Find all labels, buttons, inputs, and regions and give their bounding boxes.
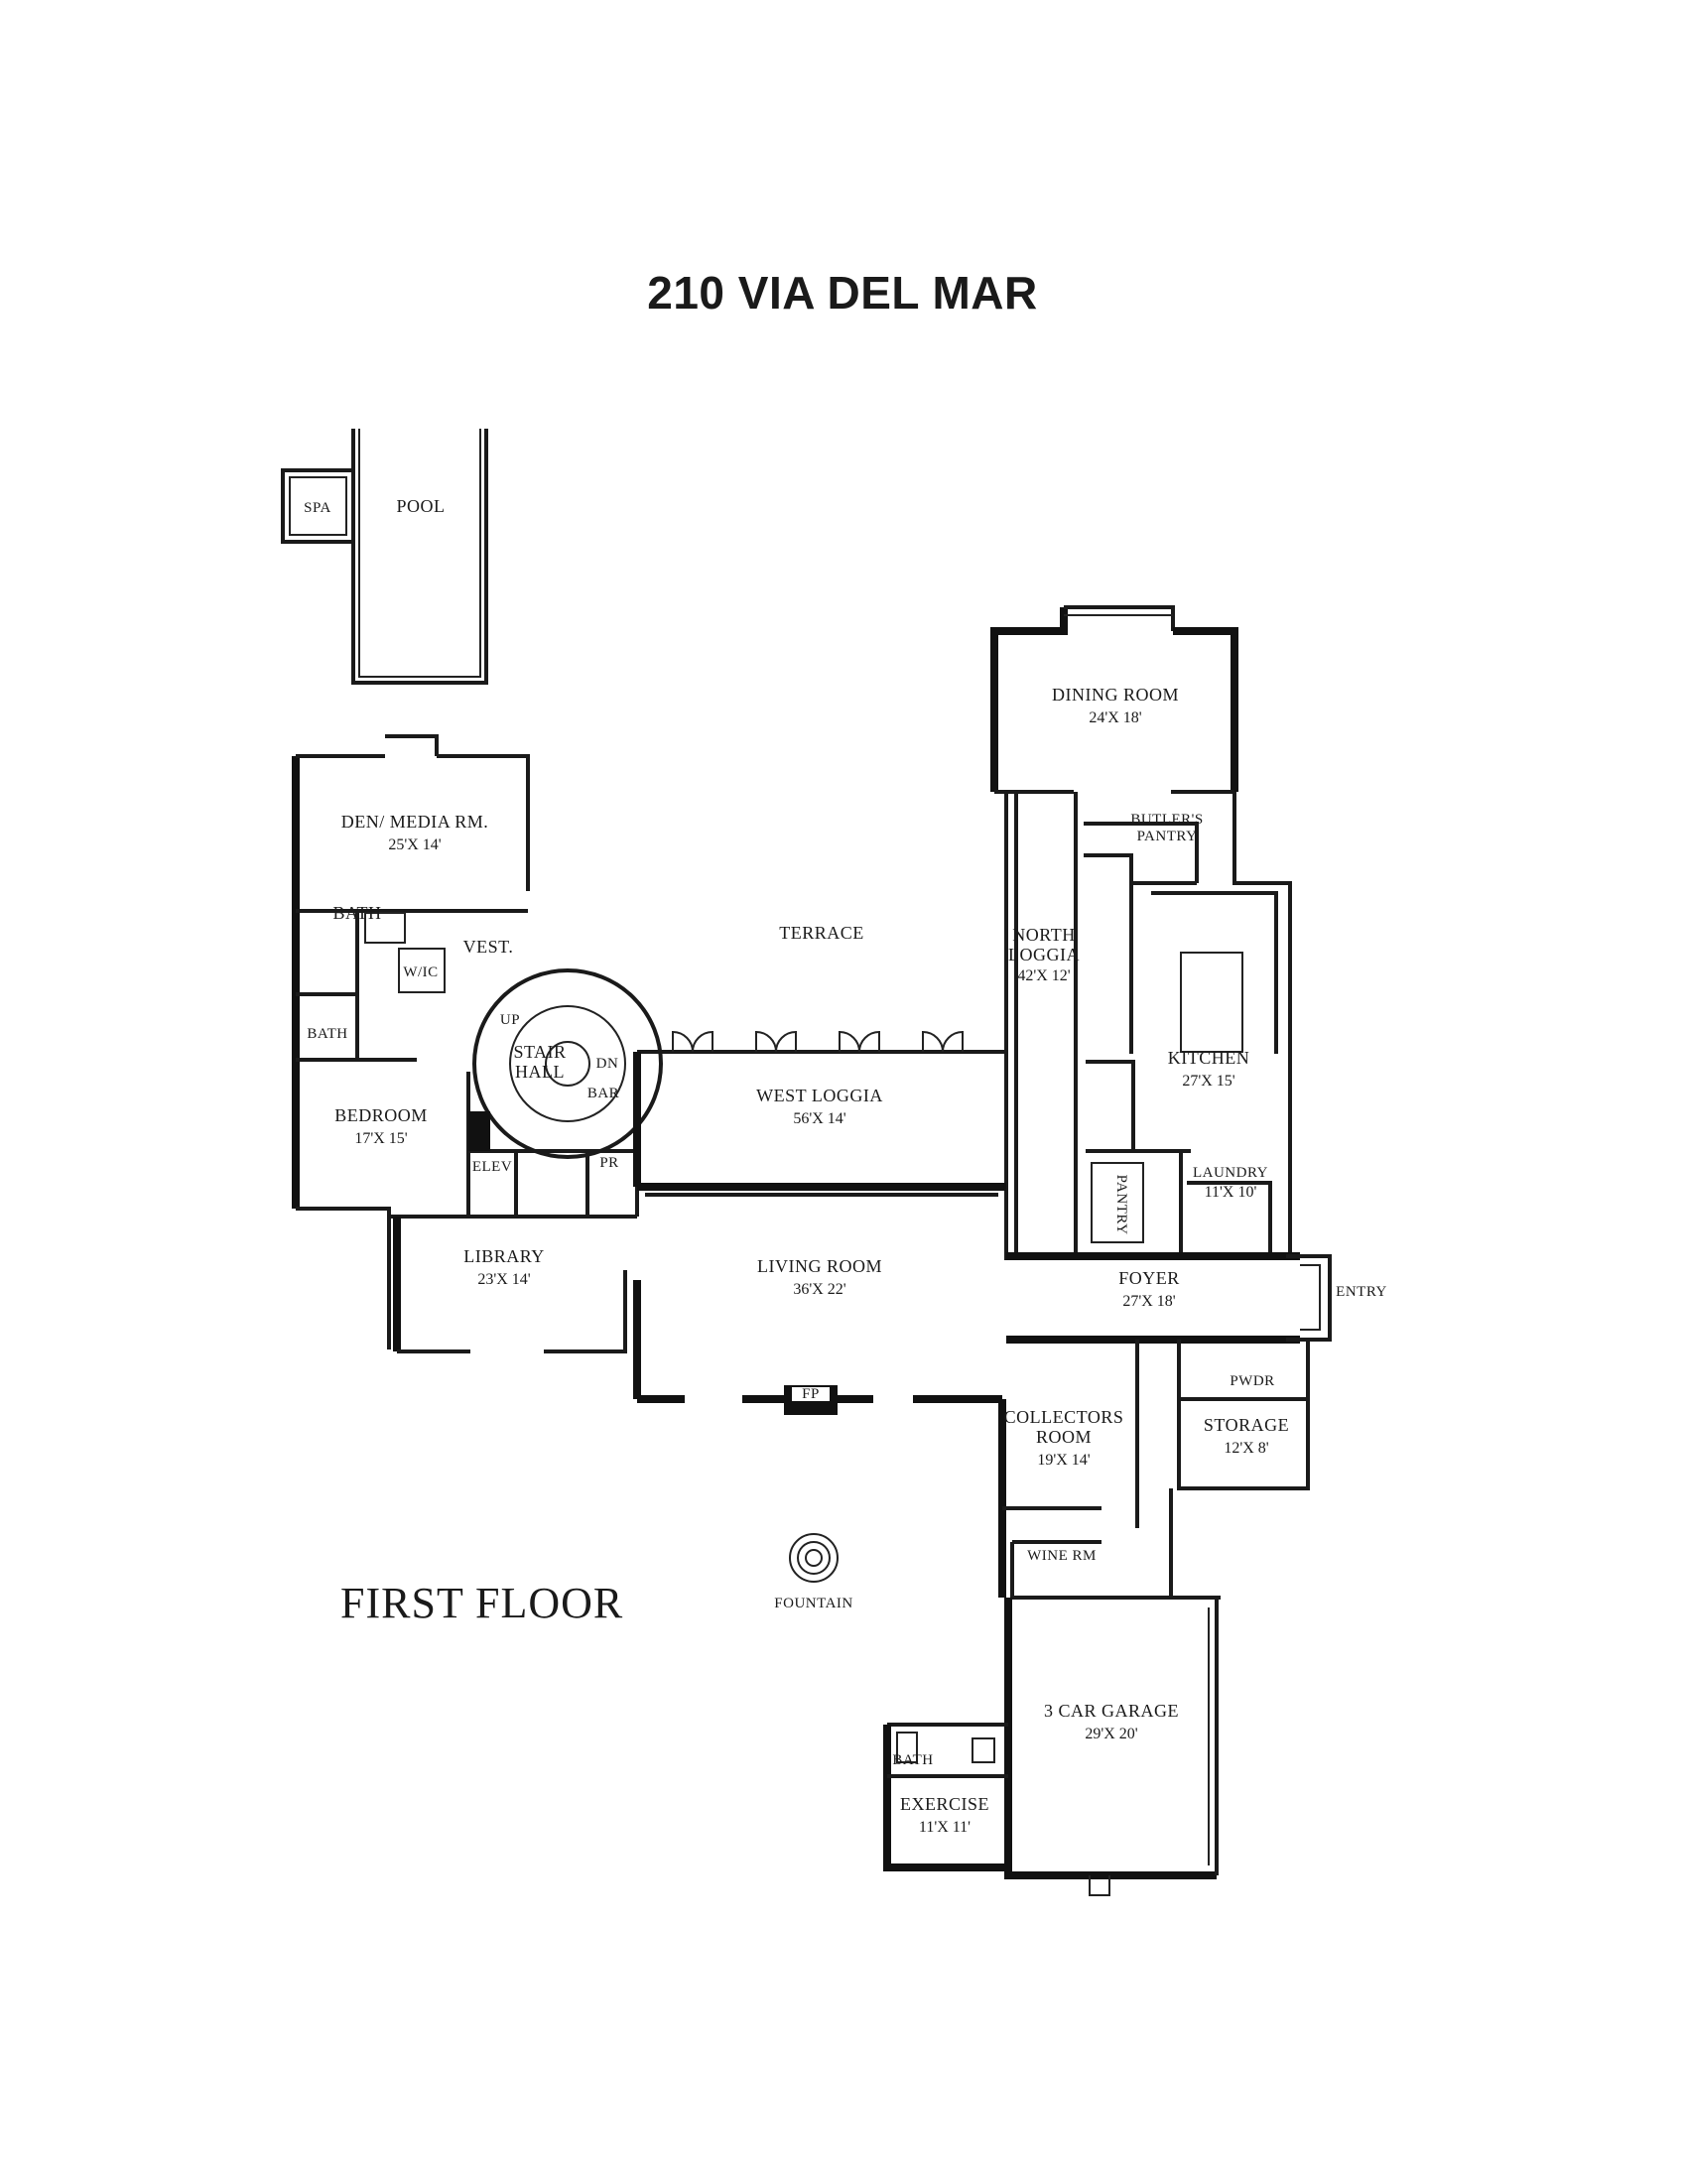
pr-label: PR	[599, 1155, 618, 1171]
living-room-label: LIVING ROOM	[757, 1256, 882, 1276]
elev-label: ELEV	[472, 1159, 512, 1175]
service-rooms-walls	[998, 1340, 1310, 1600]
kitchen-label: KITCHEN	[1168, 1048, 1250, 1068]
butlers-label-2: PANTRY	[1137, 829, 1198, 844]
terrace-label: TERRACE	[779, 923, 864, 943]
pwdr-label: PWDR	[1230, 1373, 1274, 1389]
storage-dims: 12'X 8'	[1224, 1440, 1268, 1457]
foyer-walls	[1006, 1252, 1332, 1344]
west-loggia-label: WEST LOGGIA	[756, 1086, 883, 1105]
bath1-label: BATH	[332, 903, 381, 923]
collectors-dims: 19'X 14'	[1037, 1452, 1090, 1469]
floor-label: FIRST FLOOR	[340, 1579, 624, 1627]
garage-dims: 29'X 20'	[1085, 1726, 1137, 1742]
bar-label: BAR	[587, 1086, 619, 1101]
wic-label: W/IC	[403, 964, 438, 980]
library-dims: 23'X 14'	[477, 1271, 530, 1288]
laundry-dims: 11'X 10'	[1205, 1184, 1257, 1201]
collectors-label: COLLECTORS	[1004, 1407, 1124, 1427]
exercise-label: EXERCISE	[900, 1794, 989, 1814]
library-label: LIBRARY	[463, 1246, 545, 1266]
spa-label: SPA	[304, 500, 331, 516]
exercise-dims: 11'X 11'	[919, 1819, 971, 1836]
west-loggia-dims: 56'X 14'	[793, 1110, 845, 1127]
spa	[281, 468, 355, 544]
bedroom-dims: 17'X 15'	[354, 1130, 407, 1147]
bedroom-label: BEDROOM	[334, 1105, 428, 1125]
bath2-label: BATH	[307, 1026, 347, 1042]
den-walls	[292, 734, 530, 1209]
pool-label: POOL	[396, 496, 445, 516]
up-label: UP	[500, 1012, 520, 1028]
fountain	[789, 1533, 839, 1583]
bath3-label: BATH	[892, 1752, 933, 1768]
north-loggia-label-2: LOGGIA	[1008, 945, 1080, 964]
vest-label: VEST.	[463, 937, 514, 957]
north-loggia-label: NORTH	[1012, 925, 1075, 945]
foyer-dims: 27'X 18'	[1122, 1293, 1175, 1310]
garage-label: 3 CAR GARAGE	[1044, 1701, 1179, 1721]
terrace-doors	[672, 1030, 964, 1053]
kitchen-dims: 27'X 15'	[1182, 1073, 1234, 1090]
stair-hall-label: STAIR	[513, 1042, 566, 1062]
stair-hall-label-2: HALL	[515, 1062, 565, 1082]
laundry-label: LAUNDRY	[1193, 1165, 1268, 1181]
entry-label: ENTRY	[1336, 1284, 1387, 1300]
page-title: 210 VIA DEL MAR	[647, 267, 1038, 319]
collectors-label-2: ROOM	[1036, 1427, 1092, 1447]
bedroom-walls	[296, 1072, 639, 1219]
den-label: DEN/ MEDIA RM.	[341, 812, 489, 832]
fountain-label: FOUNTAIN	[774, 1596, 852, 1611]
garage-door	[1089, 1875, 1110, 1896]
living-room-dims: 36'X 22'	[793, 1281, 845, 1298]
loggia-living-walls	[633, 1050, 1006, 1415]
pool	[351, 429, 488, 685]
dining-room-dims: 24'X 18'	[1089, 709, 1141, 726]
wine-room-label: WINE RM	[1027, 1548, 1097, 1564]
dining-room-label: DINING ROOM	[1052, 685, 1179, 705]
foyer-label: FOYER	[1118, 1268, 1180, 1288]
den-dims: 25'X 14'	[388, 836, 441, 853]
fp-label: FP	[802, 1386, 820, 1402]
stair-hall	[472, 968, 663, 1159]
dn-label: DN	[596, 1056, 619, 1072]
pantry-label: PANTRY	[1113, 1175, 1129, 1235]
library-walls	[387, 1217, 627, 1353]
butlers-label: BUTLER'S	[1130, 812, 1203, 828]
storage-label: STORAGE	[1204, 1415, 1289, 1435]
east-wing-walls	[1004, 792, 1292, 1260]
north-loggia-dims: 42'X 12'	[1017, 967, 1070, 984]
garage-walls	[883, 1598, 1219, 1879]
